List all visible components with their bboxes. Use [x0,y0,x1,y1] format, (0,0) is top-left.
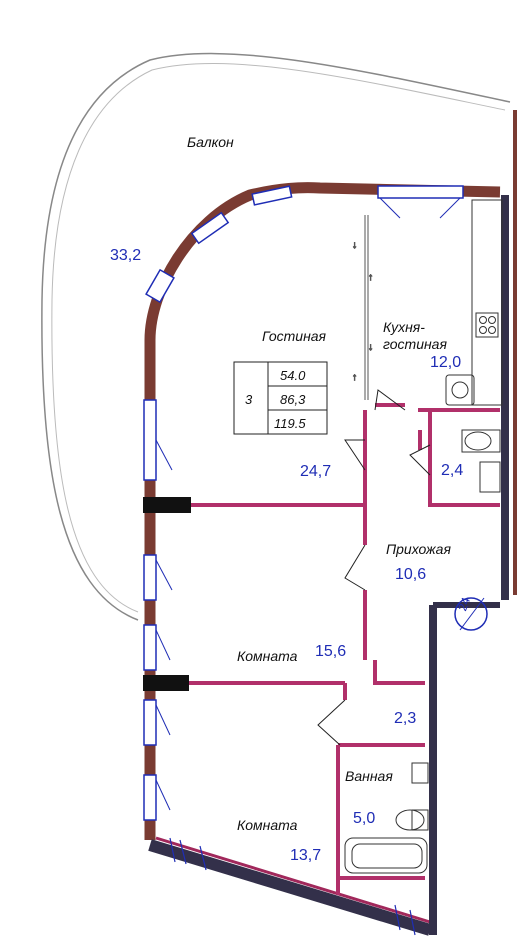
kitchen-area: 12,0 [430,354,461,371]
toilet-icon [461,429,501,453]
sink-icon [445,374,475,406]
svg-text:↓: ↓ [368,342,373,353]
window-swings [155,197,461,811]
bottom-wall-hatches [169,837,416,936]
unit-badge: 24 [455,595,473,613]
living-area: 24,7 [300,463,331,480]
bath-area: 5,0 [353,810,375,827]
summary-table [233,361,328,435]
sliding-door: ↓ ↑ ↓ ↑ [352,215,374,400]
outer-wall-bottom [148,839,432,936]
partitions [188,403,500,895]
total-with-balcony: 119.5 [274,416,306,431]
svg-text:↓: ↓ [352,240,357,251]
living-label: Гостиная [262,328,327,344]
room1-label: Комната [237,648,298,664]
bathtub-icon [344,837,428,874]
balcony-label: Балкон [187,134,234,150]
outer-wall-curve [144,182,501,840]
wc-area: 2,4 [441,462,463,479]
balcony-outline-inner [51,63,506,613]
rooms-count: 3 [245,392,253,407]
balcony-outline [41,52,511,621]
bath-toilet-icon [395,809,425,831]
right-walls [429,110,517,935]
unit-badge-circle [454,597,488,631]
hall-area: 10,6 [395,566,426,583]
closet-area: 2,3 [394,710,416,727]
room2-area: 13,7 [290,847,321,864]
living-area-total: 54.0 [280,368,306,383]
wc-sink-icon [479,461,501,493]
bath-sink-icon [411,762,429,784]
unit-badge-slash [459,597,485,631]
kitchen-label-line1: Кухня- [383,319,425,335]
stove-icon [475,312,499,338]
balcony-area: 33,2 [110,247,141,264]
window-segments [143,185,464,821]
kitchen-fixtures [445,199,503,406]
total-area: 86,3 [280,392,306,407]
wc-fixtures [461,429,501,493]
room1-area: 15,6 [315,643,346,660]
svg-text:↑: ↑ [352,372,357,383]
door-swings [317,389,431,746]
room2-label: Комната [237,817,298,833]
kitchen-label-line2: гостиная [383,336,447,352]
bath-fixtures [344,762,429,874]
svg-text:↑: ↑ [368,272,373,283]
bath-label: Ванная [345,768,393,784]
wall-stubs [143,497,191,691]
hall-label: Прихожая [386,541,451,557]
